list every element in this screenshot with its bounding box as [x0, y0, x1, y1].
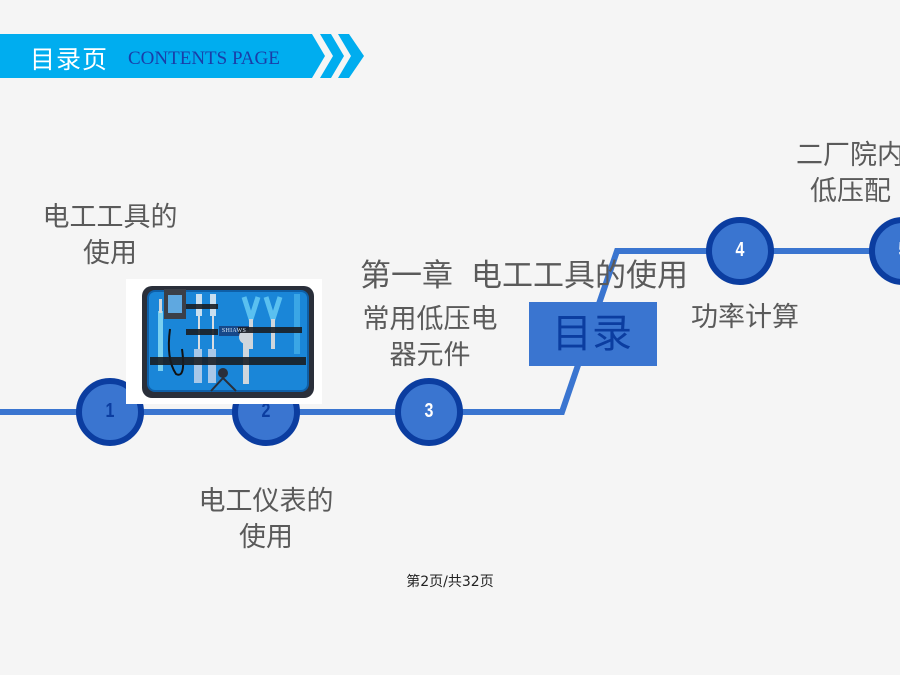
toolkit-photo: SHIAWS: [126, 279, 322, 404]
page-subtitle: CONTENTS PAGE: [128, 48, 280, 69]
timeline-node-3: [395, 378, 463, 446]
header-band-shape: [0, 34, 364, 78]
node-label-2-line2: 使用: [239, 522, 293, 553]
node-label-4-line1: 功率计算: [691, 302, 799, 333]
toc-box: [529, 302, 657, 366]
node-label-1-line2: 使用: [83, 238, 137, 269]
node-label-2-line1: 电工仪表的: [198, 486, 334, 517]
node-label-1: 电工工具的 使用: [35, 200, 185, 272]
header-band: [0, 34, 365, 78]
node-label-3-line2: 器元件: [389, 340, 471, 371]
toolkit-brand-label: SHIAWS: [221, 328, 247, 334]
node-label-5-line1: 二厂院内: [796, 140, 900, 171]
node-label-3-line1: 常用低压电: [362, 304, 498, 335]
timeline-node-1: [76, 378, 144, 446]
node-number-4: 4: [735, 239, 745, 261]
node-label-5: 二厂院内 低压配: [796, 138, 900, 210]
node-number-3: 3: [424, 400, 434, 422]
node-label-2: 电工仪表的 使用: [191, 484, 341, 556]
chapter-title: 电工工具的使用: [471, 258, 688, 294]
node-number-1: 1: [105, 400, 115, 422]
node-label-4: 功率计算: [680, 300, 810, 336]
node-label-3: 常用低压电 器元件: [350, 302, 510, 374]
timeline-node-4: [706, 217, 774, 285]
toc-box-text: 目录: [552, 311, 632, 357]
node-number-5: 5: [879, 239, 900, 262]
page-title: 目录页: [30, 45, 109, 74]
toolkit-illustration: [142, 286, 314, 398]
page-indicator: 第2页/共32页: [406, 574, 494, 590]
node-label-1-line1: 电工工具的: [42, 202, 178, 233]
chapter-heading: 第一章电工工具的使用: [360, 258, 688, 294]
node-number-2: 2: [261, 400, 271, 422]
node-label-5-line2: 低压配: [810, 176, 891, 207]
chapter-prefix: 第一章: [360, 258, 453, 294]
timeline-node-5: [869, 217, 900, 285]
